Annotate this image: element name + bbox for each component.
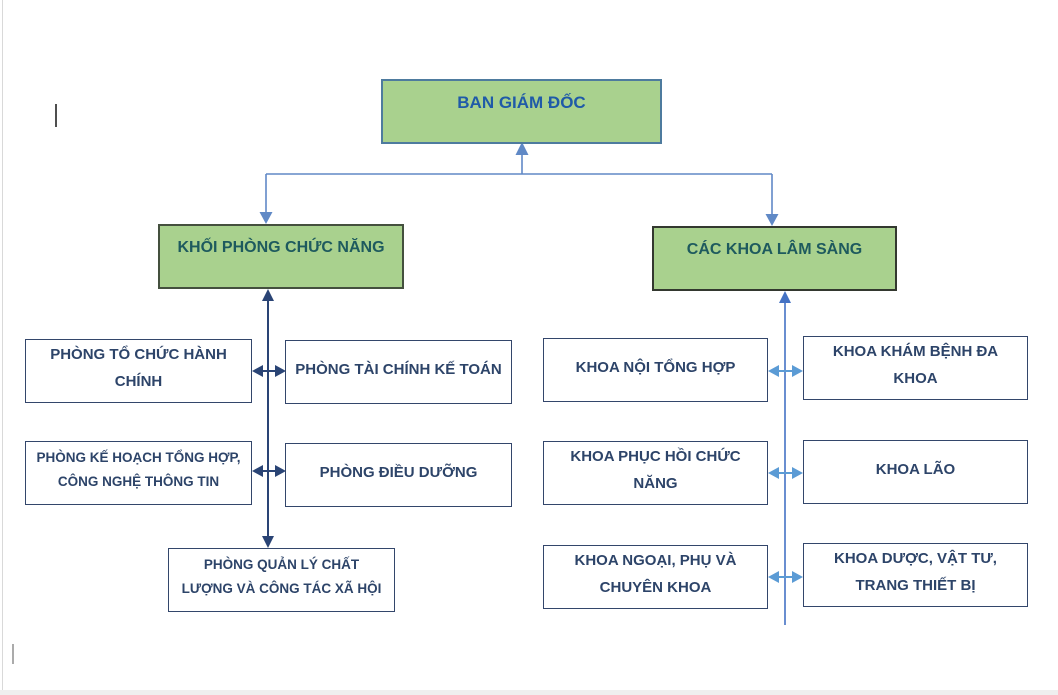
node-planning-it-dept: PHÒNG KẾ HOẠCH TỔNG HỢP, CÔNG NGHỆ THÔNG…	[25, 441, 252, 505]
node-functional-departments-block: KHỐI PHÒNG CHỨC NĂNG	[158, 224, 404, 289]
right-branch-vertical-line	[779, 291, 791, 625]
left-row-arrows	[252, 365, 286, 477]
node-general-internal-medicine: KHOA NỘI TỔNG HỢP	[543, 338, 768, 402]
node-finance-accounting-dept: PHÒNG TÀI CHÍNH KẾ TOÁN	[285, 340, 512, 404]
page-edge-left	[2, 0, 3, 695]
node-board-of-directors: BAN GIÁM ĐỐC	[381, 79, 662, 144]
node-quality-social-work-dept: PHÒNG QUẢN LÝ CHẤT LƯỢNG VÀ CÔNG TÁC XÃ …	[168, 548, 395, 612]
left-branch-vertical-arrow	[262, 289, 274, 548]
node-general-examination: KHOA KHÁM BỆNH ĐA KHOA	[803, 336, 1028, 400]
page-edge-bottom	[0, 690, 1058, 695]
node-nursing-dept: PHÒNG ĐIỀU DƯỠNG	[285, 443, 512, 507]
node-rehabilitation: KHOA PHỤC HỒI CHỨC NĂNG	[543, 441, 768, 505]
text-cursor-mark-faint	[12, 644, 14, 664]
node-admin-organization-dept: PHÒNG TỔ CHỨC HÀNH CHÍNH	[25, 339, 252, 403]
node-surgery-obstetrics-specialty: KHOA NGOẠI, PHỤ VÀ CHUYÊN KHOA	[543, 545, 768, 609]
text-cursor-mark	[55, 104, 57, 127]
node-pharmacy-supplies-equipment: KHOA DƯỢC, VẬT TƯ, TRANG THIẾT BỊ	[803, 543, 1028, 607]
right-row-arrows	[768, 365, 803, 583]
node-clinical-departments: CÁC KHOA LÂM SÀNG	[652, 226, 897, 291]
root-branch-connector	[259, 142, 779, 226]
node-geriatrics: KHOA LÃO	[803, 440, 1028, 504]
